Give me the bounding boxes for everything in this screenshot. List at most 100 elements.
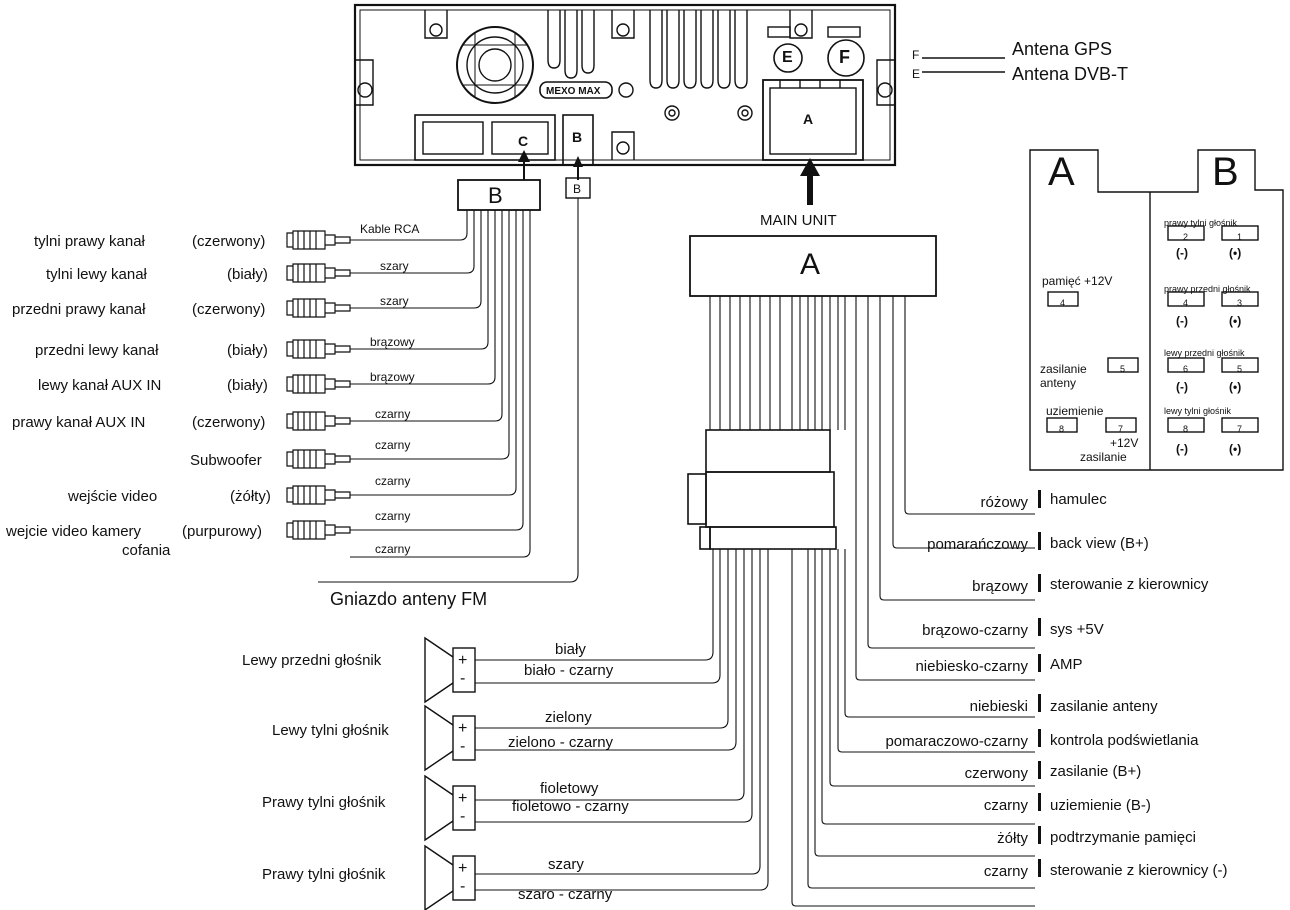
- rca-cable-label: Kable RCA: [360, 222, 420, 236]
- socket-f-label: F: [839, 47, 850, 67]
- pinout-a-label2: zasilanie: [1080, 450, 1127, 464]
- speaker-wire-plus: biały: [555, 641, 586, 658]
- rca-row-name: wejście video: [68, 488, 158, 505]
- pinout-pos: (•): [1229, 442, 1242, 456]
- speaker-wire-plus: zielony: [545, 709, 592, 726]
- antenna-gps-letter: F: [912, 48, 920, 62]
- rca-row-name-cont: cofania: [122, 542, 171, 559]
- rca-wire-label: brązowy: [370, 335, 415, 349]
- rca-wire-label: szary: [380, 259, 409, 273]
- head-unit-back-panel: [353, 3, 897, 167]
- antenna-dvbt-label: Antena DVB-T: [1012, 64, 1129, 84]
- harness-function: kontrola podświetlania: [1050, 732, 1199, 749]
- pinout-pos: (•): [1229, 314, 1242, 328]
- harness-separator: [1038, 859, 1041, 877]
- rca-plugs: [286, 230, 351, 540]
- pinout-neg: (-): [1176, 380, 1188, 394]
- pinout-b-num: 4: [1183, 298, 1189, 308]
- harness-function: hamulec: [1050, 491, 1107, 508]
- harness-separator: [1038, 729, 1041, 747]
- speaker-name: Prawy tylni głośnik: [262, 866, 386, 883]
- rca-wire-label: czarny: [375, 474, 411, 488]
- rca-row-color: (czerwony): [192, 301, 266, 318]
- rca-row-color: (biały): [227, 342, 268, 359]
- speaker-minus: -: [460, 878, 466, 895]
- rca-wire-label: czarny: [375, 509, 411, 523]
- pinout-a-num: 4: [1060, 298, 1066, 308]
- harness-color: różowy: [980, 494, 1028, 511]
- pinout-table: [1029, 149, 1284, 471]
- rca-row-name: przedni lewy kanał: [35, 342, 159, 359]
- harness-function: uziemienie (B-): [1050, 797, 1151, 814]
- rca-row-color: (biały): [227, 377, 268, 394]
- pinout-pos: (•): [1229, 380, 1242, 394]
- pinout-a-title: A: [1048, 150, 1075, 194]
- rca-row-name: Subwoofer: [190, 452, 262, 469]
- pinout-neg: (-): [1176, 442, 1188, 456]
- pinout-b-num: 1: [1237, 232, 1243, 242]
- plug-b-small-label: B: [573, 182, 582, 196]
- cooling-fan: [456, 26, 534, 104]
- speaker-name: Prawy tylni głośnik: [262, 794, 386, 811]
- rca-row-color: (żółty): [230, 488, 271, 505]
- rca-row-name: prawy kanał AUX IN: [12, 414, 146, 431]
- rca-row-color: (biały): [227, 266, 268, 283]
- speaker-minus: -: [460, 808, 466, 825]
- rca-row-name: wejcie video kamery: [6, 523, 142, 540]
- plug-b-body: [457, 179, 541, 211]
- pinout-a-label: uziemienie: [1046, 404, 1104, 418]
- harness-separator: [1038, 654, 1041, 672]
- antenna-leader-lines: [922, 57, 1005, 73]
- harness-separator: [1038, 761, 1041, 779]
- heatsink-fins: [547, 10, 748, 89]
- pinout-b-num: 7: [1237, 424, 1243, 434]
- rca-row-name: przedni prawy kanał: [12, 301, 146, 318]
- harness-function: AMP: [1050, 656, 1083, 673]
- pinout-b-label: prawy tylni głośnik: [1164, 218, 1238, 228]
- model-badge: MEXO MAX: [546, 86, 601, 97]
- pinout-b-num: 6: [1183, 364, 1189, 374]
- rca-row-name: lewy kanał AUX IN: [38, 377, 162, 394]
- speaker-minus: -: [460, 738, 466, 755]
- speaker-name: Lewy przedni głośnik: [242, 652, 382, 669]
- pinout-a-label2: anteny: [1040, 376, 1077, 390]
- pinout-pos: (•): [1229, 246, 1242, 260]
- speaker-wire-plus: fioletowy: [540, 780, 599, 797]
- rca-row-name: tylni lewy kanał: [46, 266, 147, 283]
- plug-b-label: B: [488, 183, 503, 208]
- socket-e-label: E: [782, 49, 793, 66]
- speaker-wire-minus: fioletowo - czarny: [512, 798, 629, 815]
- speaker-plus: +: [458, 860, 468, 877]
- harness-function: zasilanie anteny: [1050, 698, 1158, 715]
- harness-function: back view (B+): [1050, 535, 1149, 552]
- rca-wire-label: czarny: [375, 407, 411, 421]
- speaker-wires: [475, 549, 769, 891]
- pinout-b-label: lewy tylni głośnik: [1164, 406, 1232, 416]
- mounting-brackets: [355, 10, 895, 160]
- harness-separator: [1038, 618, 1041, 636]
- harness-wires-right: [791, 296, 1035, 907]
- harness-color: brązowo-czarny: [922, 622, 1028, 639]
- speaker-symbols: [424, 636, 476, 910]
- pinout-b-title: B: [1212, 150, 1239, 194]
- pinout-b-num: 8: [1183, 424, 1189, 434]
- plug-a-body: [689, 235, 937, 297]
- speaker-plus: +: [458, 790, 468, 807]
- harness-separator: [1038, 532, 1041, 550]
- rca-wire-label: czarny: [375, 438, 411, 452]
- harness-color: pomaraczowo-czarny: [885, 733, 1028, 750]
- connector-c-label: C: [518, 133, 529, 149]
- harness-separator: [1038, 793, 1041, 811]
- harness-color: brązowy: [972, 578, 1028, 595]
- rca-row-color: (purpurowy): [182, 523, 263, 540]
- pinout-b-num: 3: [1237, 298, 1243, 308]
- antenna-dvbt-letter: E: [912, 67, 921, 81]
- pinout-a-num: 8: [1059, 424, 1065, 434]
- fm-antenna-socket-label: Gniazdo anteny FM: [330, 589, 488, 609]
- connector-a-socket-label: A: [803, 111, 814, 127]
- harness-function: zasilanie (B+): [1050, 763, 1142, 780]
- harness-separator: [1038, 490, 1041, 508]
- pinout-a-num: 7: [1118, 424, 1124, 434]
- speaker-wire-minus: zielono - czarny: [508, 734, 614, 751]
- pinout-neg: (-): [1176, 246, 1188, 260]
